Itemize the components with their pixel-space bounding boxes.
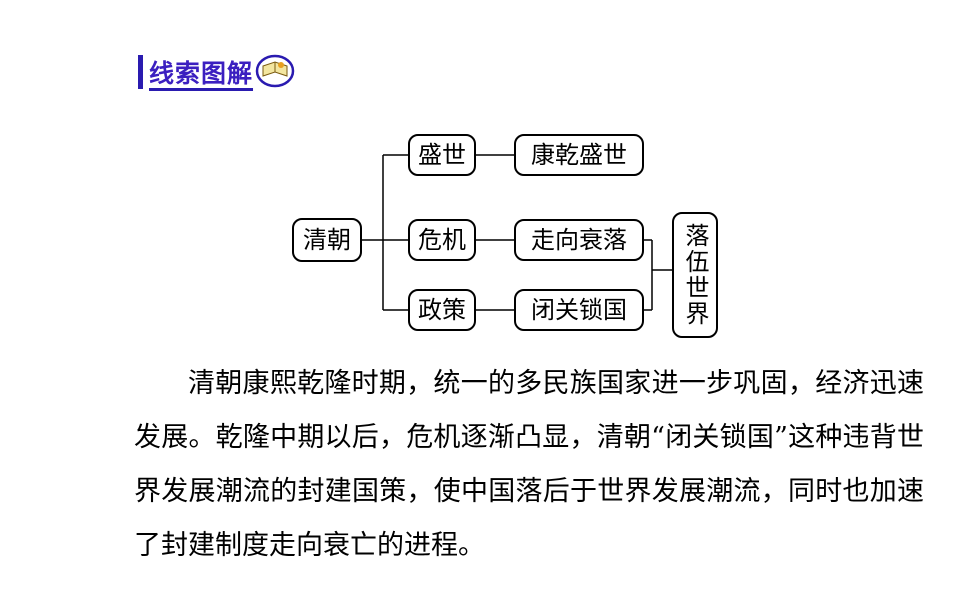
header-accent-bar bbox=[138, 55, 143, 89]
node-result: 落伍世界 bbox=[672, 212, 718, 338]
node-branch-prosperity: 盛世 bbox=[408, 134, 476, 176]
section-header: 线索图解 bbox=[138, 52, 295, 92]
node-branch-policy: 政策 bbox=[408, 289, 476, 331]
node-branch-crisis: 危机 bbox=[408, 219, 476, 261]
node-leaf-decline: 走向衰落 bbox=[514, 219, 644, 261]
open-book-icon bbox=[255, 54, 295, 92]
node-leaf-closed-door: 闭关锁国 bbox=[514, 289, 644, 331]
summary-paragraph: 清朝康熙乾隆时期，统一的多民族国家进一步巩固，经济迅速发展。乾隆中期以后，危机逐… bbox=[134, 368, 924, 561]
section-title: 线索图解 bbox=[149, 59, 254, 88]
node-leaf-kangqian: 康乾盛世 bbox=[514, 134, 644, 176]
node-root: 清朝 bbox=[292, 218, 362, 262]
